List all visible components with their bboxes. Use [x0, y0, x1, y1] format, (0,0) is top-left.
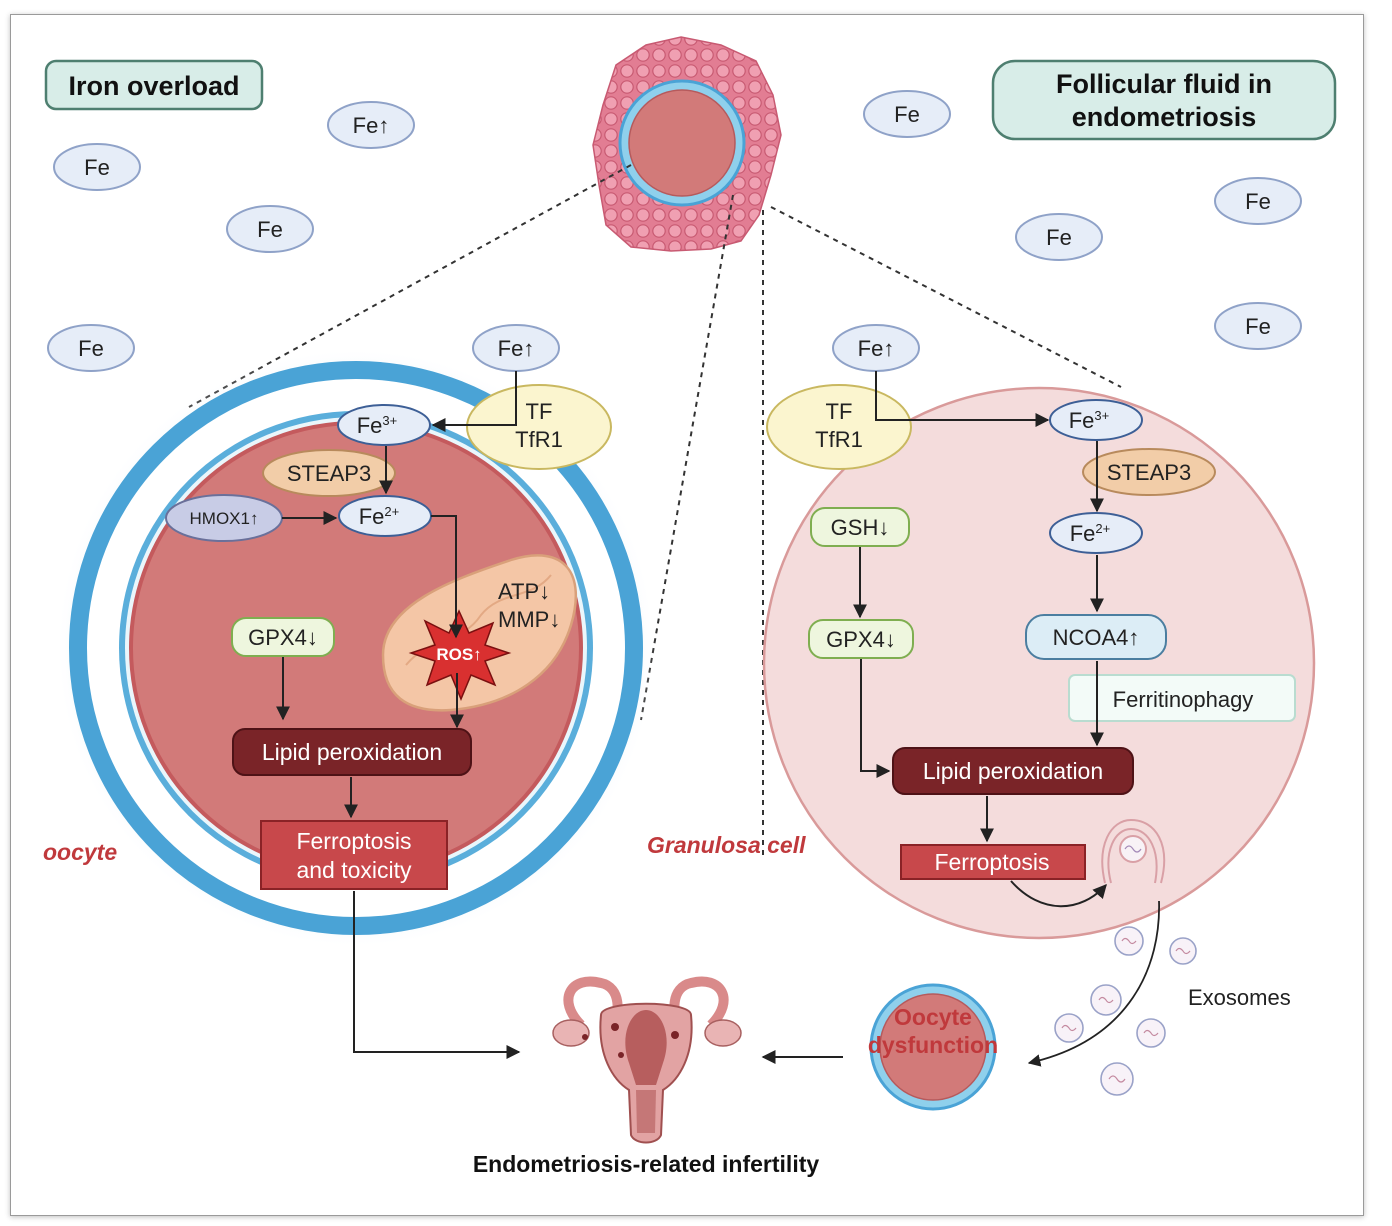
uterus-illustration [552, 976, 742, 1144]
svg-text:Lipid peroxidation: Lipid peroxidation [262, 739, 442, 765]
fe-up-ion: Fe↑ [327, 101, 415, 149]
svg-text:Lipid peroxidation: Lipid peroxidation [923, 758, 1103, 784]
figure-frame: Iron overload Follicular fluid in endome… [10, 14, 1364, 1216]
svg-text:Fe: Fe [1245, 314, 1271, 339]
svg-text:STEAP3: STEAP3 [287, 461, 371, 486]
svg-text:GPX4↓: GPX4↓ [826, 627, 896, 652]
oocyte-pathway-arrows [276, 371, 521, 1059]
fe-ion: Fe [47, 324, 135, 372]
fe-ion: Fe [1214, 302, 1302, 350]
granulosa-ferroptosis: Ferroptosis [900, 844, 1086, 880]
svg-text:GPX4↓: GPX4↓ [248, 625, 318, 650]
oocyte-steap3: STEAP3 [262, 449, 396, 497]
oocyte-fe-up: Fe↑ [472, 324, 560, 372]
atp-label: ATP↓ [498, 579, 550, 604]
fe-ion: Fe [226, 205, 314, 253]
granulosa-cell-label: Granulosa cell [647, 832, 806, 858]
svg-text:Ferritinophagy: Ferritinophagy [1113, 687, 1254, 712]
follicular-fluid-title: Follicular fluid in endometriosis [991, 59, 1337, 141]
gsh: GSH↓ [810, 507, 910, 547]
svg-text:Fe: Fe [1245, 189, 1271, 214]
follicle-illustration [592, 36, 782, 252]
svg-text:Fe2+: Fe2+ [1070, 521, 1111, 546]
exosome-transfer-arrow [1027, 900, 1160, 1067]
oocyte-fe2: Fe2+ [338, 495, 432, 537]
fe-ion: Fe [863, 90, 951, 138]
svg-text:TF: TF [826, 399, 853, 424]
svg-text:TF: TF [526, 399, 553, 424]
granulosa-fe3: Fe3+ [1049, 399, 1143, 441]
mmp-label: MMP↓ [498, 607, 560, 632]
svg-text:NCOA4↑: NCOA4↑ [1053, 625, 1140, 650]
oocyte-dysfunction: Oocyte dysfunction [868, 983, 998, 1111]
hmox1: HMOX1↑ [165, 494, 283, 542]
ncoa4: NCOA4↑ [1025, 614, 1167, 660]
exosome-particles [1054, 926, 1197, 1096]
oocyte-ferroptosis-toxicity: Ferroptosis and toxicity [260, 820, 448, 890]
svg-text:TfR1: TfR1 [815, 427, 863, 452]
svg-text:Fe2+: Fe2+ [359, 504, 400, 529]
exosomes-label: Exosomes [1188, 985, 1291, 1010]
fe-ion: Fe [1015, 213, 1103, 261]
svg-text:STEAP3: STEAP3 [1107, 460, 1191, 485]
ferritinophagy: Ferritinophagy [1068, 674, 1296, 722]
svg-text:Fe↑: Fe↑ [498, 336, 535, 361]
svg-text:Fe: Fe [78, 336, 104, 361]
oocyte-gpx4: GPX4↓ [231, 617, 335, 657]
iron-overload-title: Iron overload [44, 59, 264, 111]
svg-text:Ferroptosis: Ferroptosis [296, 828, 411, 854]
oocyte-lipid-peroxidation: Lipid peroxidation [232, 728, 472, 776]
oocyte-tf-tfr1-receptor: TF TfR1 [466, 384, 612, 470]
svg-text:HMOX1↑: HMOX1↑ [190, 509, 259, 528]
oocyte-fe3: Fe3+ [337, 404, 431, 446]
svg-text:Fe↑: Fe↑ [858, 336, 895, 361]
granulosa-fe2: Fe2+ [1049, 512, 1143, 554]
svg-text:and toxicity: and toxicity [296, 857, 412, 883]
granulosa-fe-up: Fe↑ [832, 324, 920, 372]
svg-text:Iron overload: Iron overload [68, 71, 239, 101]
svg-text:ROS↑: ROS↑ [436, 645, 481, 664]
granulosa-steap3: STEAP3 [1082, 448, 1216, 496]
svg-text:Fe: Fe [84, 155, 110, 180]
granulosa-tf-tfr1-receptor: TF TfR1 [766, 384, 912, 470]
svg-text:Ferroptosis: Ferroptosis [934, 849, 1049, 875]
svg-text:GSH↓: GSH↓ [831, 515, 890, 540]
granulosa-pathway-arrows [853, 371, 1107, 908]
svg-text:Fe↑: Fe↑ [353, 113, 390, 138]
exosome-vesicle [1101, 818, 1166, 884]
oocyte-label: oocyte [43, 839, 117, 865]
ferroptosis-pathway-diagram: Iron overload Follicular fluid in endome… [43, 36, 1337, 1177]
exosome-cargo [1061, 937, 1191, 1083]
outcome-label: Endometriosis-related infertility [473, 1151, 820, 1177]
svg-text:Fe: Fe [1046, 225, 1072, 250]
ros-burst: ROS↑ [408, 609, 512, 701]
svg-text:endometriosis: endometriosis [1072, 102, 1257, 132]
zoom-connector-lines [188, 164, 1122, 857]
svg-text:Fe: Fe [894, 102, 920, 127]
granulosa-lipid-peroxidation: Lipid peroxidation [892, 747, 1134, 795]
svg-text:Fe: Fe [257, 217, 283, 242]
fe-ion: Fe [53, 143, 141, 191]
fe-ion: Fe [1214, 177, 1302, 225]
svg-text:Fe3+: Fe3+ [1069, 408, 1110, 433]
svg-text:Fe3+: Fe3+ [357, 413, 398, 438]
svg-text:dysfunction: dysfunction [868, 1032, 998, 1058]
svg-text:Follicular fluid in: Follicular fluid in [1056, 69, 1272, 99]
svg-text:Oocyte: Oocyte [894, 1004, 972, 1030]
granulosa-gpx4: GPX4↓ [808, 619, 914, 659]
svg-text:TfR1: TfR1 [515, 427, 563, 452]
